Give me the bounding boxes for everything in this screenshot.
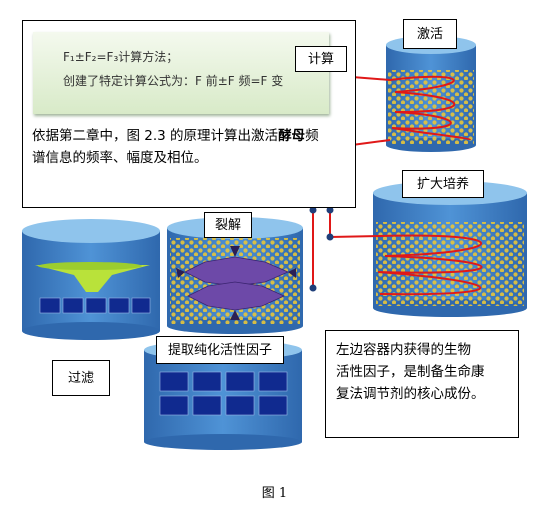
description-text: 依据第二章中，图 2.3 的原理计算出激活酵母频 谱信息的频率、幅度及相位。 — [32, 125, 350, 169]
label-lysis: 裂解 — [204, 212, 252, 238]
filter-tank — [22, 219, 160, 340]
label-calculate: 计算 — [295, 46, 347, 72]
note-box: 左边容器内获得的生物 活性因子，是制备生命康 复法调节剂的核心成份。 — [325, 330, 519, 438]
formula-line-1: F₁±F₂=F₃计算方法； — [63, 50, 179, 64]
note-line-1: 左边容器内获得的生物 — [336, 342, 471, 358]
figure-caption: 图 1 — [261, 486, 288, 501]
label-activate: 激活 — [403, 19, 457, 49]
formula-line-2: 创建了特定计算公式为：F 前±F 频=F 变 — [63, 74, 284, 88]
label-expand: 扩大培养 — [402, 170, 484, 198]
label-filter: 过滤 — [52, 360, 110, 396]
note-line-3: 复法调节剂的核心成份。 — [336, 386, 485, 402]
description-line-2: 谱信息的频率、幅度及相位。 — [32, 150, 208, 166]
label-extract: 提取纯化活性因子 — [156, 336, 284, 364]
description-line-1: 依据第二章中，图 2.3 的原理计算出激活酵母频 — [32, 125, 350, 147]
note-line-2: 活性因子，是制备生命康 — [336, 364, 485, 380]
description-line-1-c: 频 — [305, 128, 319, 144]
description-line-1-a: 依据第二章中，图 2.3 的原理计算出激活 — [32, 128, 279, 144]
description-line-1-bold: 酵母 — [278, 128, 306, 144]
activation-tank — [351, 36, 476, 152]
connection-wires — [312, 139, 391, 288]
formula-panel: F₁±F₂=F₃计算方法； 创建了特定计算公式为：F 前±F 频=F 变 — [33, 32, 329, 114]
expand-tank — [329, 181, 527, 317]
